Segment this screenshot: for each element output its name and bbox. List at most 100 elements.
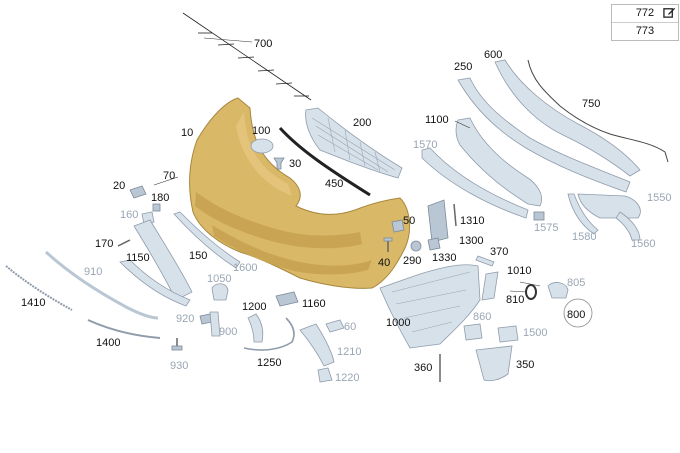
callout-900[interactable]: 900: [219, 326, 237, 338]
callout-1570[interactable]: 1570: [413, 139, 437, 151]
part-1550-side-cover[interactable]: [577, 193, 641, 219]
part-200-grille-mesh[interactable]: [305, 107, 403, 179]
part-30-clip[interactable]: [273, 157, 285, 170]
part-1220-clip[interactable]: [317, 367, 333, 383]
part-100-emblem[interactable]: [250, 138, 274, 154]
callout-60[interactable]: 60: [344, 321, 356, 333]
callout-1410[interactable]: 1410: [21, 297, 45, 309]
part-170-screw[interactable]: [117, 239, 131, 247]
callout-860[interactable]: 860: [473, 311, 491, 323]
callout-20[interactable]: 20: [113, 180, 125, 192]
callout-750[interactable]: 750: [582, 98, 600, 110]
part-370-clip[interactable]: [475, 255, 495, 267]
callout-250[interactable]: 250: [454, 61, 472, 73]
callout-1580[interactable]: 1580: [572, 231, 596, 243]
reference-772[interactable]: 772: [612, 5, 678, 23]
part-1100-lower-carrier[interactable]: [455, 117, 542, 207]
callout-170[interactable]: 170: [95, 238, 113, 250]
callout-30[interactable]: 30: [289, 158, 301, 170]
part-1330-clip[interactable]: [427, 237, 441, 251]
callout-700[interactable]: 700: [254, 38, 272, 50]
callout-1550[interactable]: 1550: [647, 192, 671, 204]
callout-1500[interactable]: 1500: [523, 327, 547, 339]
part-810-seal-ring[interactable]: [525, 284, 537, 300]
callout-10[interactable]: 10: [181, 127, 193, 139]
part-20-bracket[interactable]: [129, 185, 147, 199]
callout-360[interactable]: 360: [414, 362, 432, 374]
callout-70[interactable]: 70: [163, 170, 175, 182]
part-350-deflector[interactable]: [475, 345, 513, 382]
part-750-cable-harness[interactable]: [527, 59, 669, 163]
callout-1010[interactable]: 1010: [507, 265, 531, 277]
callout-1600[interactable]: 1600: [233, 262, 257, 274]
callout-1560[interactable]: 1560: [631, 238, 655, 250]
callout-1310[interactable]: 1310: [460, 215, 484, 227]
part-450-seal-strip[interactable]: [278, 126, 371, 197]
part-1250-strip[interactable]: [243, 317, 295, 351]
part-10-bumper-cover[interactable]: [189, 97, 411, 289]
part-1310-screw[interactable]: [453, 203, 457, 227]
callout-930[interactable]: 930: [170, 360, 188, 372]
part-1575-clip[interactable]: [533, 211, 545, 221]
part-40-screw[interactable]: [383, 237, 393, 252]
part-1050-cover[interactable]: [211, 283, 229, 301]
callout-1050[interactable]: 1050: [207, 273, 231, 285]
part-800-sensor-callout[interactable]: [563, 298, 593, 328]
part-1160-bracket[interactable]: [275, 291, 299, 307]
callout-150[interactable]: 150: [189, 250, 207, 262]
callout-810[interactable]: 810: [506, 294, 524, 306]
part-60-clip[interactable]: [325, 319, 345, 333]
part-1600-side-strip[interactable]: [173, 211, 241, 269]
callout-910[interactable]: 910: [84, 266, 102, 278]
callout-1100[interactable]: 1100: [425, 114, 449, 126]
reference-773[interactable]: 773: [612, 23, 678, 40]
callout-1150[interactable]: 1150: [126, 252, 150, 264]
part-290-grommet[interactable]: [410, 240, 422, 252]
callout-100[interactable]: 100: [252, 125, 270, 137]
part-180-clip[interactable]: [152, 203, 161, 212]
callout-290[interactable]: 290: [403, 255, 421, 267]
callout-350[interactable]: 350: [516, 359, 534, 371]
callout-450[interactable]: 450: [325, 178, 343, 190]
part-1400-lower-trim[interactable]: [87, 319, 161, 339]
part-1570-spoiler-lip[interactable]: [421, 147, 529, 219]
part-910-trim-strip[interactable]: [44, 250, 159, 320]
part-860-bracket[interactable]: [463, 323, 483, 341]
callout-1000[interactable]: 1000: [386, 317, 410, 329]
part-600-upper-carrier[interactable]: [494, 59, 641, 177]
part-150-trim[interactable]: [119, 259, 191, 307]
callout-370[interactable]: 370: [490, 246, 508, 258]
part-1300-bracket[interactable]: [427, 199, 449, 243]
callout-1575[interactable]: 1575: [534, 222, 558, 234]
part-700-trim-strips[interactable]: [182, 12, 312, 101]
callout-1400[interactable]: 1400: [96, 337, 120, 349]
callout-1300[interactable]: 1300: [459, 235, 483, 247]
part-1000-lower-structure[interactable]: [379, 264, 481, 349]
callout-1200[interactable]: 1200: [242, 301, 266, 313]
callout-180[interactable]: 180: [151, 192, 169, 204]
callout-920[interactable]: 920: [176, 313, 194, 325]
part-1150-grille-insert[interactable]: [133, 219, 193, 301]
part-930-screw[interactable]: [171, 338, 183, 351]
part-900-bracket[interactable]: [209, 311, 221, 337]
callout-1160[interactable]: 1160: [302, 298, 326, 310]
callout-805[interactable]: 805: [567, 277, 585, 289]
part-1410-lower-strip[interactable]: [5, 265, 73, 311]
edit-icon[interactable]: [663, 6, 676, 19]
part-1010-bracket[interactable]: [481, 271, 499, 301]
part-1580-bracket[interactable]: [567, 193, 599, 235]
callout-1330[interactable]: 1330: [432, 252, 456, 264]
callout-800[interactable]: 800: [567, 309, 585, 321]
callout-200[interactable]: 200: [353, 117, 371, 129]
part-1210-cover[interactable]: [299, 323, 335, 367]
callout-50[interactable]: 50: [403, 215, 415, 227]
callout-600[interactable]: 600: [484, 49, 502, 61]
callout-160[interactable]: 160: [120, 209, 138, 221]
part-250-support-bracket[interactable]: [457, 77, 631, 193]
part-50-clip[interactable]: [391, 219, 405, 233]
part-1560-side-trim[interactable]: [615, 211, 641, 241]
callout-1210[interactable]: 1210: [337, 346, 361, 358]
callout-1220[interactable]: 1220: [335, 372, 359, 384]
part-1200-trim[interactable]: [247, 313, 264, 343]
callout-1250[interactable]: 1250: [257, 357, 281, 369]
